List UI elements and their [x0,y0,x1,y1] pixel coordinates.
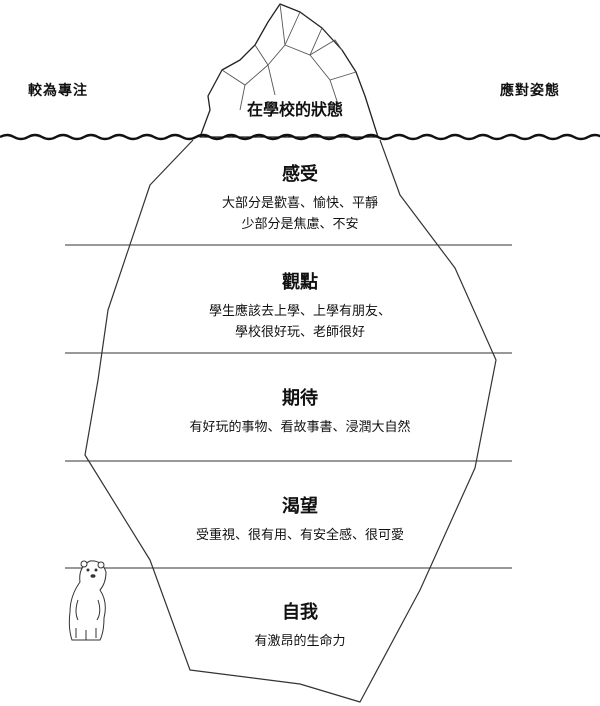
right-label: 應對姿態 [500,83,560,99]
iceberg-tip-title: 在學校的狀態 [246,100,343,119]
layer-line: 少部分是焦慮、不安 [241,217,359,232]
layer-title: 期待 [282,388,318,409]
layer-line: 受重視、很有用、有安全感、很可愛 [195,528,404,543]
waterline [0,133,600,141]
left-label: 較為專注 [28,83,88,99]
layer-self: 自我 有激昂的生命力 [100,598,500,652]
layer-title: 渴望 [282,496,318,517]
iceberg-body [84,139,497,703]
layer-expectations: 期待 有好玩的事物、看故事書、浸潤大自然 [100,384,500,438]
layer-feelings: 感受 大部分是歡喜、愉快、平靜 少部分是焦慮、不安 [100,160,500,235]
layer-dividers [65,244,512,569]
layer-line: 學校很好玩、老師很好 [234,325,365,340]
iceberg-tip [199,3,379,138]
layer-perceptions: 觀點 學生應該去上學、上學有朋友、 學校很好玩、老師很好 [100,268,500,343]
layer-title: 自我 [282,602,318,623]
iceberg-tip-facets [221,3,357,111]
layer-line: 學生應該去上學、上學有朋友、 [208,304,391,319]
layer-yearnings: 渴望 受重視、很有用、有安全感、很可愛 [100,492,500,546]
layer-title: 感受 [282,164,318,185]
layer-line: 有好玩的事物、看故事書、浸潤大自然 [189,420,411,435]
polar-bear-illustration [68,560,107,641]
layer-line: 有激昂的生命力 [254,634,346,649]
layer-title: 觀點 [282,272,318,293]
layer-line: 大部分是歡喜、愉快、平靜 [221,196,378,211]
